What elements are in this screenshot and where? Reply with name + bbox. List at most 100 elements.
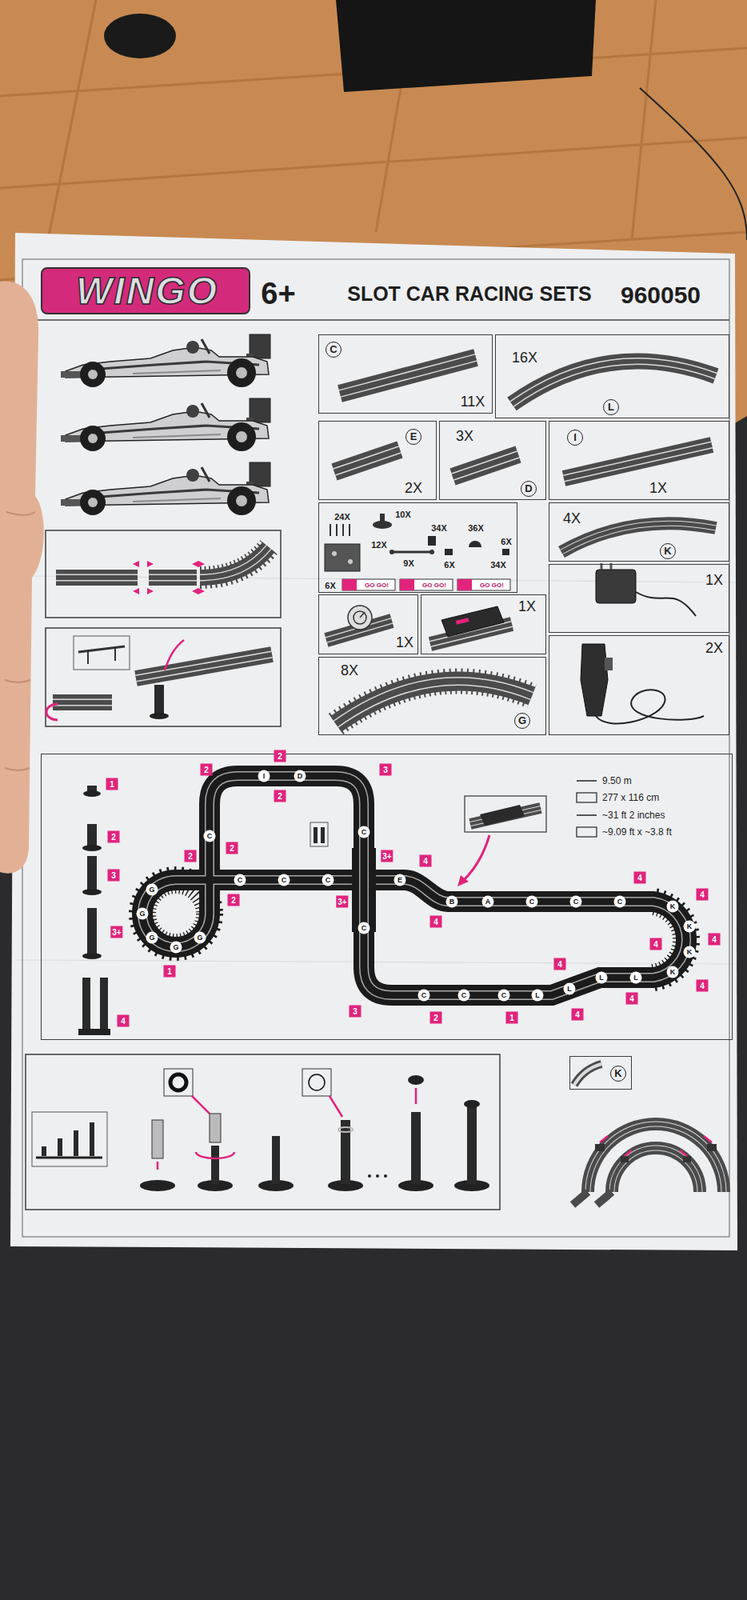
track-letter: G: [136, 907, 149, 920]
track-layout-picture: [479, 804, 525, 826]
track-part-pictures: [347, 605, 372, 630]
part-letter: G: [514, 712, 531, 729]
track-letter: C: [358, 826, 371, 839]
paper-sheet: [10, 232, 738, 1251]
power-supply-panel: 1X: [548, 563, 730, 633]
pillar-assembly-panel: [308, 1074, 325, 1091]
accessory-pictures: [330, 523, 350, 536]
track-layout-picture: [576, 814, 597, 816]
guardrail-panel: [52, 699, 112, 707]
track-part-panel: I1X: [548, 420, 730, 500]
room-background: [639, 87, 747, 240]
track-letter: K: [667, 900, 680, 913]
track-part-pictures: [335, 680, 532, 724]
track-letter: C: [418, 989, 431, 1002]
hand: [0, 281, 44, 874]
track-part-pictures: [511, 360, 716, 404]
track-layout-picture: [576, 826, 597, 837]
pillar-steps: [82, 888, 102, 895]
accessory-count: 6X: [324, 580, 336, 591]
race-car-pictures: [60, 334, 271, 516]
callout-number: 2: [227, 894, 240, 907]
track-part-panel: 16XL: [495, 334, 730, 419]
accessory-pictures: [324, 543, 360, 572]
accessory-count: 10X: [395, 509, 412, 520]
guardrail-panel: [149, 712, 169, 720]
accessory-pictures: [457, 579, 511, 591]
guardrail-panel: [135, 654, 272, 679]
callout-number: 2: [200, 763, 213, 776]
part-count: 1X: [705, 572, 724, 589]
accessory-count: 34X: [490, 559, 507, 570]
accessory-count: 9X: [403, 558, 414, 568]
track-letter: C: [203, 830, 216, 843]
joining-panel: [199, 547, 269, 578]
callout-number: 4: [696, 888, 709, 901]
track-letter: C: [234, 874, 247, 887]
pillar-assembly-panel: [411, 1111, 421, 1184]
banner-text: GO GO!: [364, 582, 389, 590]
accessory-pictures: [457, 579, 472, 591]
track-part-pictures: [335, 680, 532, 724]
track-part-panel: E2X: [318, 420, 437, 500]
callout-number: 4: [117, 1014, 130, 1027]
pillar-steps: [87, 907, 97, 956]
track-part-pictures: [595, 569, 636, 604]
pillar-steps: [82, 952, 102, 959]
pillar-assembly-panel: [463, 1099, 480, 1108]
track-layout-picture: [359, 847, 369, 932]
callout-number: 4: [554, 958, 567, 971]
part-count: 3X: [455, 428, 474, 445]
track-letter: I: [258, 770, 271, 783]
pillar-assembly-panel: [156, 1161, 160, 1170]
track-part-panel: 4X K: [548, 502, 730, 562]
track-letter: C: [498, 989, 511, 1002]
part-count: 4X: [563, 511, 581, 528]
pillar-assembly-panel: [375, 1174, 380, 1178]
part-letter: K: [610, 1065, 627, 1082]
paper-sheet: [22, 259, 730, 1237]
dimension-text: ~31 ft 2 inches: [602, 810, 665, 821]
callout-number: 2: [274, 790, 287, 803]
pillar-assembly-panel: [151, 1119, 164, 1159]
joining-panel: [199, 547, 269, 578]
joining-panel: [132, 560, 205, 595]
callout-number: 3+: [335, 895, 348, 908]
room-background: [103, 13, 176, 59]
track-part-pictures: [563, 444, 712, 479]
guardrail-panel: [45, 627, 281, 727]
pillar-assembly-panel: [31, 1111, 108, 1167]
track-letter: C: [458, 989, 471, 1002]
pillar-assembly-panel: [367, 1174, 372, 1178]
inset-panel: K: [569, 1055, 632, 1090]
accessory-pictures: [331, 551, 337, 556]
part-count: 1X: [518, 599, 536, 616]
callout-number: 3: [107, 869, 120, 882]
accessory-pictures: [372, 520, 392, 529]
pillar-assembly-panel: [25, 1054, 500, 1210]
part-count: 11X: [460, 394, 486, 411]
track-letter: C: [570, 895, 583, 908]
pillar-assembly-panel: [73, 1130, 79, 1156]
track-part-pictures: [511, 360, 716, 404]
track-letter: L: [531, 989, 544, 1002]
track-part-panel: 3X D: [439, 420, 547, 500]
part-count: 8X: [340, 663, 359, 680]
track-layout-picture: [142, 775, 687, 995]
part-letter: K: [659, 543, 676, 560]
track-letter: K: [683, 946, 696, 959]
lap-counter-panel: 1X: [318, 594, 419, 655]
track-layout-picture: [142, 775, 687, 995]
track-part-pictures: [359, 611, 365, 618]
part-letter: D: [520, 480, 537, 497]
track-part-panel: 8X G: [318, 656, 547, 736]
track-part-pictures: [339, 357, 476, 394]
pillar-assembly-panel: [57, 1138, 63, 1156]
track-letter: C: [278, 874, 291, 887]
part-count: 16X: [511, 350, 538, 367]
guardrail-panel: [52, 699, 112, 705]
pillar-assembly-panel: [383, 1174, 388, 1178]
accessory-count: 36X: [467, 523, 484, 533]
track-part-pictures: [604, 657, 613, 671]
part-count: 2X: [404, 480, 423, 497]
